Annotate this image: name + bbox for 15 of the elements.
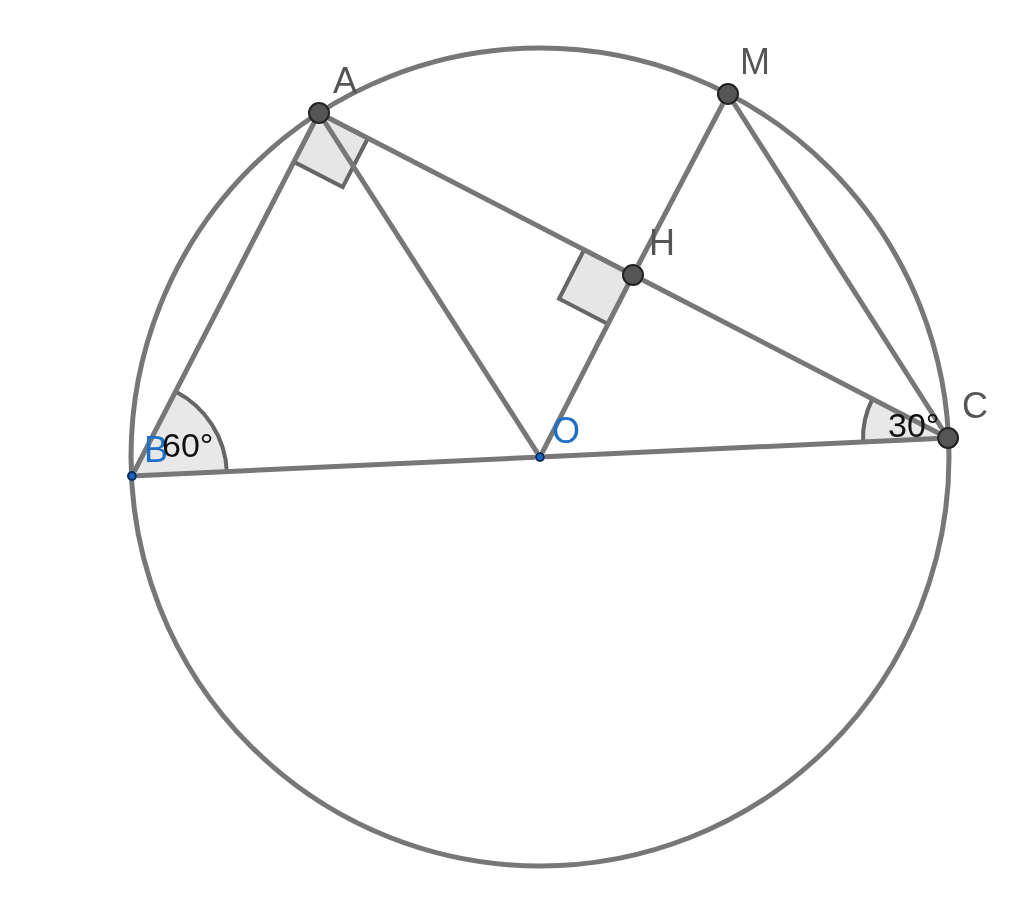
point-label: C (962, 388, 988, 424)
point-label: M (740, 44, 770, 80)
line-segment (322, 120, 540, 455)
line-segment (544, 436, 938, 460)
point-label: O (552, 413, 580, 449)
line-segment (136, 454, 536, 479)
point-label: A (333, 63, 357, 99)
line-segment (731, 101, 945, 431)
line-segment (132, 121, 317, 473)
line-segment (641, 277, 940, 436)
line-segment (635, 102, 726, 267)
angle-label: 30° (888, 408, 940, 442)
line-segment (327, 115, 625, 273)
line-segment (540, 283, 631, 454)
point-label: H (649, 225, 675, 261)
